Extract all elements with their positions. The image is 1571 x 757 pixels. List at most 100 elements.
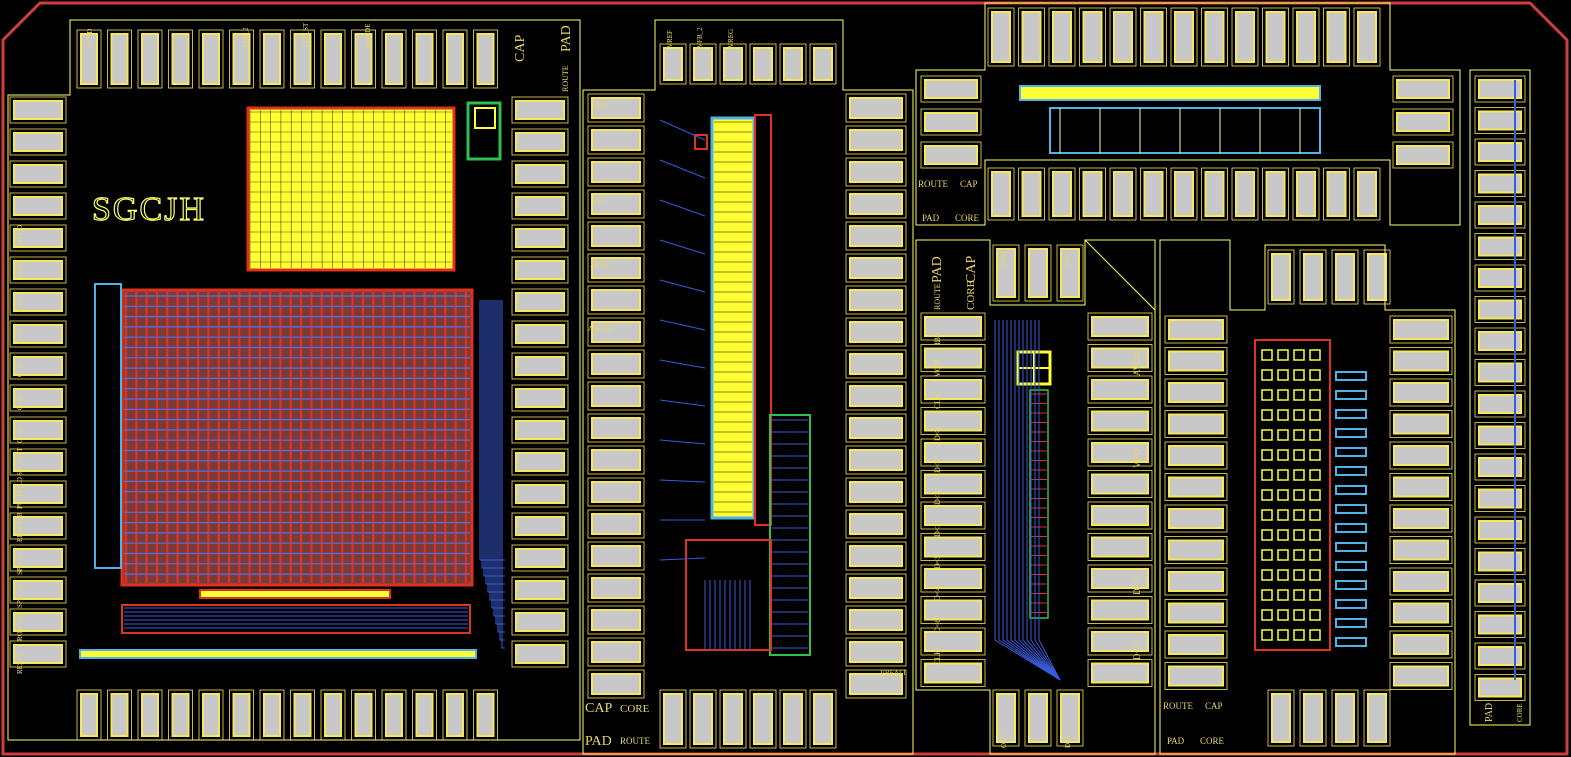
pad-frame: [987, 7, 1015, 67]
pad-metal: [1091, 599, 1149, 621]
block5-driver: [1335, 580, 1367, 590]
bond-pad: [1087, 596, 1153, 624]
pad-metal: [723, 693, 743, 745]
bond-pad: [1331, 689, 1359, 747]
pad-frame: [845, 605, 907, 635]
bond-pad: [587, 445, 645, 475]
bond-pad: [1164, 630, 1228, 659]
pad-metal: [13, 260, 63, 280]
pad-frame: [1299, 689, 1327, 747]
bond-pad: [9, 640, 67, 668]
bond-pad: [1292, 167, 1320, 221]
pad-metal: [1091, 442, 1149, 463]
block5-cell: [1261, 629, 1273, 641]
pad-frame: [845, 669, 907, 699]
block4-left-label-7: D<5>: [933, 550, 942, 569]
bond-pad: [920, 75, 982, 103]
pad-metal: [849, 193, 903, 215]
pad-metal: [591, 161, 641, 183]
pad-frame: [1389, 473, 1453, 501]
mem-io-bar: [79, 649, 477, 659]
bond-pad: [1474, 422, 1526, 449]
pad-frame: [1164, 599, 1228, 627]
pad-metal: [849, 289, 903, 311]
pad-metal: [1396, 79, 1450, 99]
pad-frame: [1474, 170, 1526, 197]
pad-frame: [9, 192, 67, 220]
block5-cell: [1293, 589, 1305, 601]
pad-metal: [1478, 110, 1522, 131]
pad-frame: [1109, 7, 1137, 67]
bond-pad: [1087, 344, 1153, 372]
pad-metal: [1174, 11, 1194, 63]
bond-pad: [1267, 249, 1295, 305]
pad-metal: [324, 33, 342, 85]
bond-pad: [1474, 107, 1526, 134]
pad-metal: [1235, 171, 1255, 217]
pad-metal: [1303, 693, 1323, 743]
pad-metal: [232, 33, 251, 85]
block5-cell: [1277, 429, 1289, 441]
pad-metal: [1393, 350, 1449, 372]
pad-metal: [991, 171, 1011, 217]
pad-metal: [13, 452, 63, 472]
pad-metal: [1271, 693, 1291, 743]
route-wire: [1010, 320, 1061, 681]
block5-cell: [1293, 449, 1305, 461]
bond-pad: [9, 160, 67, 188]
bond-pad: [511, 480, 569, 508]
bond-pad: [1018, 167, 1045, 221]
bond-pad: [137, 689, 163, 741]
pad-frame: [1164, 504, 1228, 533]
bond-pad: [1474, 453, 1526, 481]
bond-pad: [587, 93, 645, 123]
pad-frame: [1170, 7, 1198, 67]
bond-pad: [1474, 296, 1526, 323]
pad-metal: [1393, 413, 1449, 435]
block2-left-vss: VSS: [592, 197, 605, 205]
pad-metal: [515, 580, 565, 600]
pad-metal: [515, 548, 565, 568]
bond-pad: [511, 256, 569, 284]
pad-metal: [13, 516, 63, 536]
bond-pad: [1087, 470, 1153, 498]
pad-metal: [591, 673, 641, 695]
block5-cell: [1277, 489, 1289, 501]
pad-frame: [511, 352, 569, 380]
pad-frame: [659, 689, 687, 749]
block5-cell: [1277, 549, 1289, 561]
pad-metal: [924, 568, 982, 589]
pad-metal: [1168, 413, 1224, 435]
pad-metal: [849, 481, 903, 503]
pad-frame: [473, 29, 498, 89]
bond-pad: [511, 608, 569, 636]
bond-pad: [1048, 167, 1076, 221]
bond-pad: [920, 344, 986, 372]
pad-frame: [1087, 375, 1153, 404]
pad-frame: [920, 470, 986, 498]
bond-pad: [511, 640, 569, 668]
bond-pad: [1389, 567, 1453, 596]
pad-metal: [1335, 253, 1355, 301]
pad-metal: [141, 33, 159, 85]
pad-metal: [1052, 171, 1072, 217]
pad-metal: [1478, 299, 1522, 320]
mem-array: [120, 288, 474, 587]
bond-pad: [1087, 501, 1153, 530]
pad-frame: [587, 221, 645, 251]
pad-metal: [1478, 362, 1522, 383]
block2-cap: CAP: [585, 701, 612, 716]
bond-pad: [1164, 536, 1228, 564]
bond-pad: [351, 689, 376, 741]
pad-frame: [1079, 7, 1106, 67]
pad-metal: [1478, 583, 1522, 603]
pad-metal: [1168, 665, 1224, 687]
block5: ROUTE CAP PAD CORE: [1163, 701, 1225, 746]
bond-pad: [137, 29, 163, 89]
pad-metal: [1393, 665, 1449, 687]
pad-frame: [1056, 689, 1084, 747]
bond-pad: [1474, 201, 1526, 229]
bond-pad: [412, 689, 437, 741]
bond-pad: [1164, 378, 1228, 407]
block2-left-avdd: AVDD: [590, 261, 609, 269]
